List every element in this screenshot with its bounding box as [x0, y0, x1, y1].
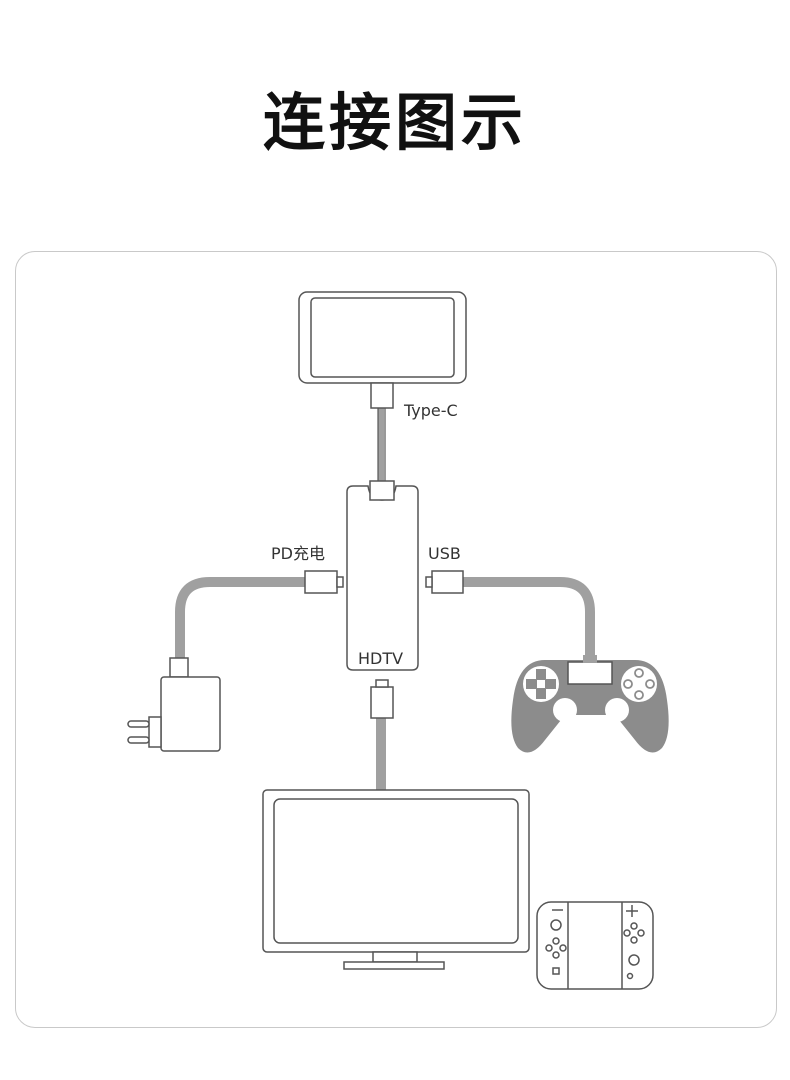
- hub-type-c-port: [369, 480, 395, 501]
- hdtv-plug: [370, 686, 394, 719]
- cables: [175, 408, 595, 790]
- television: [262, 789, 530, 970]
- charger-prong-top: [127, 720, 150, 728]
- pd-label: PD充电: [271, 544, 325, 563]
- usb-hub: [304, 480, 464, 719]
- tablet-device: [298, 291, 467, 482]
- tv-neck: [372, 951, 418, 963]
- tv-screen: [273, 798, 519, 944]
- usb-plug: [431, 570, 464, 594]
- tablet-body: [298, 291, 467, 384]
- left-stick-icon: [553, 698, 577, 722]
- pd-cable: [175, 577, 305, 660]
- usb-cable: [463, 577, 595, 665]
- power-adapter: [127, 657, 221, 752]
- usb-plug-tip: [425, 576, 433, 588]
- console-body: [536, 901, 654, 990]
- dpad-icon: [526, 669, 556, 699]
- pd-plug-tip: [336, 576, 344, 588]
- page-title: 连接图示: [262, 86, 527, 159]
- gamepad-touchpad: [567, 661, 613, 685]
- diagram-panel: [15, 251, 777, 1028]
- charger-body: [160, 676, 221, 752]
- type-c-plug: [370, 382, 394, 409]
- right-stick-icon: [605, 698, 629, 722]
- pd-plug: [304, 570, 338, 594]
- face-buttons-icon: [623, 668, 655, 700]
- tv-stand: [343, 961, 445, 970]
- type-c-label: Type-C: [403, 401, 458, 420]
- charger-cable-plug: [169, 657, 189, 678]
- gamepad: [511, 655, 669, 753]
- hdtv-plug-tip: [375, 679, 389, 688]
- gamepad-connector: [583, 655, 597, 663]
- hdtv-label: HDTV: [358, 649, 403, 668]
- handheld-console: [536, 901, 654, 990]
- charger-prong-bottom: [127, 736, 150, 744]
- charger-prong-base: [148, 716, 162, 748]
- usb-label: USB: [428, 544, 461, 563]
- hub-body: [346, 485, 419, 671]
- tablet-screen: [310, 297, 455, 378]
